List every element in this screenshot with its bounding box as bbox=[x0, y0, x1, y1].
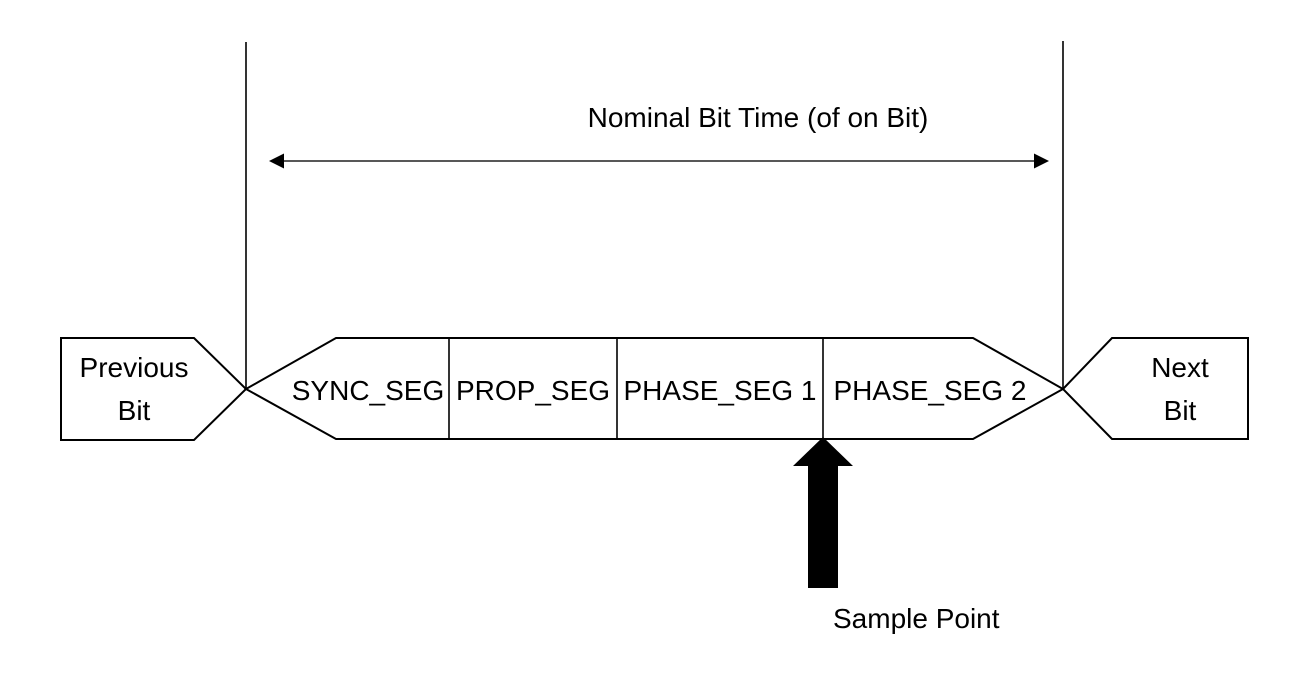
sample-point-label: Sample Point bbox=[833, 603, 1000, 634]
arrowhead-left-icon bbox=[269, 153, 284, 169]
previous-bit-label-line2: Bit bbox=[118, 395, 151, 426]
next-bit-label-line2: Bit bbox=[1164, 395, 1197, 426]
segment-label-phase-seg-2: PHASE_SEG 2 bbox=[834, 375, 1027, 406]
next-bit-shape bbox=[1061, 337, 1249, 440]
segment-label-prop-seg: PROP_SEG bbox=[456, 375, 610, 406]
segment-label-sync-seg: SYNC_SEG bbox=[292, 375, 445, 406]
segment-label-phase-seg-1: PHASE_SEG 1 bbox=[624, 375, 817, 406]
next-bit-label-line1: Next bbox=[1151, 352, 1209, 383]
arrowhead-right-icon bbox=[1034, 153, 1049, 169]
nominal-bit-time-label: Nominal Bit Time (of on Bit) bbox=[588, 102, 929, 133]
previous-bit-shape bbox=[60, 337, 248, 441]
sample-point-arrow-icon bbox=[793, 437, 853, 588]
previous-bit-label-line1: Previous bbox=[80, 352, 189, 383]
